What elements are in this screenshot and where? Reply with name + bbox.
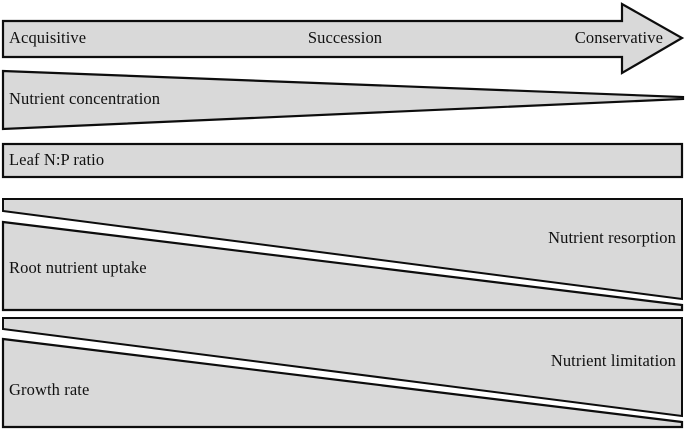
band-label-leaf-np-ratio: Leaf N:P ratio <box>9 150 105 169</box>
nutrient-limitation-wedge <box>2 317 683 418</box>
axis-label-acquisitive: Acquisitive <box>9 28 87 47</box>
band-label-nutrient-resorption: Nutrient resorption <box>548 228 676 247</box>
nutrient-concentration-wedge <box>1 69 685 131</box>
band-label-root-nutrient-uptake: Root nutrient uptake <box>9 258 147 277</box>
nutrient-resorption-wedge <box>2 198 683 301</box>
leaf-np-ratio-rectangle <box>1 142 684 179</box>
growth-rate-wedge <box>1 337 684 429</box>
band-label-nutrient-concentration: Nutrient concentration <box>9 89 161 108</box>
root-nutrient-uptake-wedge <box>1 220 684 312</box>
axis-label-succession: Succession <box>307 28 383 47</box>
axis-label-conservative: Conservative <box>574 28 663 47</box>
band-label-growth-rate: Growth rate <box>9 380 90 399</box>
succession-axis-arrow <box>1 2 685 75</box>
band-label-nutrient-limitation: Nutrient limitation <box>550 351 676 370</box>
